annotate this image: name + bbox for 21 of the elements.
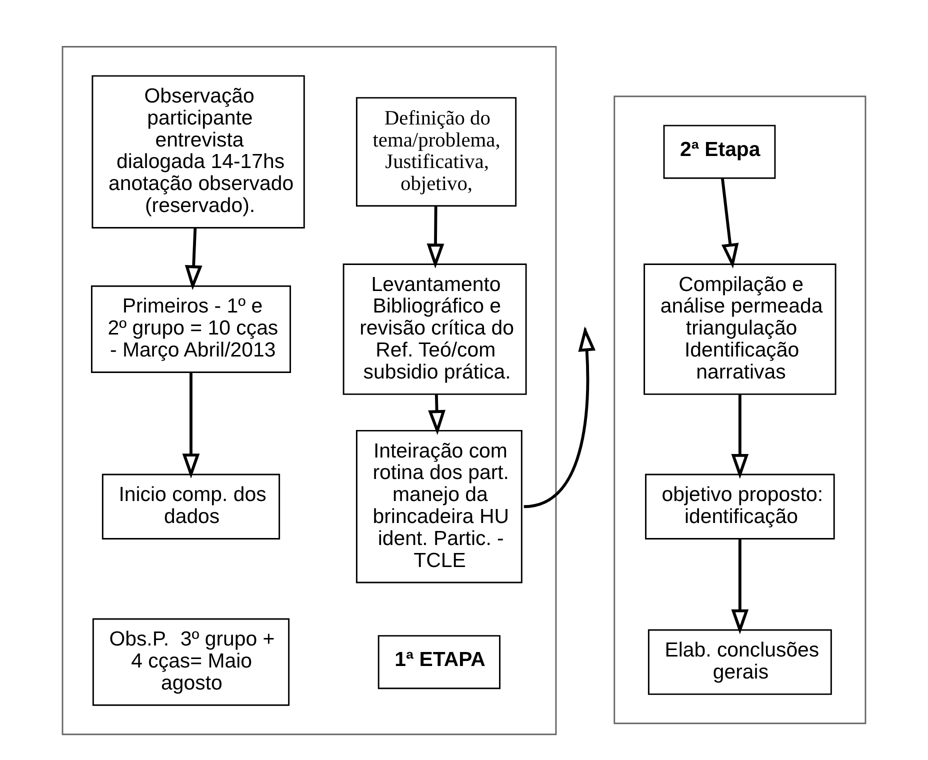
node-box: Definição do tema/problema, Justificativa, objetivo, (356, 97, 517, 207)
node-box: Elab. conclusões gerais (648, 629, 832, 695)
arrow (731, 394, 749, 479)
arrow (184, 228, 202, 290)
node-box: Levantamento Bibliográfico e revisão crítica do Ref. Teó/com subsidio prática. (342, 264, 527, 395)
node-box: 1ª ETAPA (378, 635, 500, 690)
cluster (614, 96, 866, 724)
arrow (182, 372, 200, 478)
arrow (720, 178, 739, 268)
cluster (62, 46, 557, 736)
arrow (426, 206, 444, 268)
node-box: Inicio comp. dos dados (102, 474, 280, 540)
node-box: Compilação e análise permeada triangulação Identificação narrativas (644, 264, 836, 395)
node-box: 2ª Etapa (663, 124, 776, 179)
node-box: Inteiração com rotina dos part. manejo da brincadeira HU ident. Partic. - TCLE (356, 430, 522, 584)
node-box: Primeiros - 1º e 2º grupo = 10 cças - Março Abril/2013 (91, 285, 291, 374)
node-box: objetivo proposto: identificação (645, 474, 835, 540)
node-box: Observação participante entrevista dialogada 14-17hs anotação observado (reservado). (92, 75, 305, 228)
arrow (731, 538, 749, 634)
node-box: Obs.P. 3º grupo + 4 cças= Maio agosto (92, 618, 290, 706)
arrow (428, 394, 446, 435)
